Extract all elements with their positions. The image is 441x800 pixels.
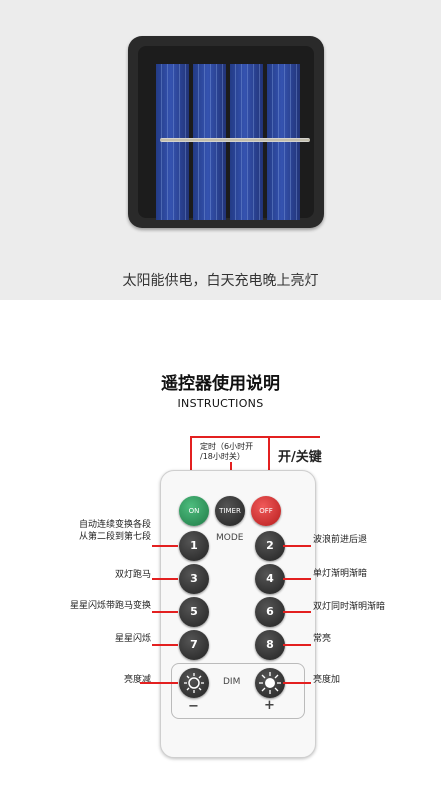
- timer-note: 定时（6小时开 /18小时关）: [200, 442, 253, 462]
- solar-panel-frame: [138, 46, 314, 220]
- solar-cell: [267, 64, 300, 220]
- label-button-1-line1: 自动连续变换各段: [78, 520, 151, 530]
- leader-line-5: [152, 611, 178, 613]
- power-key-label: 开/关键: [278, 450, 322, 465]
- leader-line-6: [283, 611, 311, 613]
- on-button[interactable]: ON: [179, 496, 209, 526]
- top-leader-line: [190, 436, 320, 438]
- label-button-2: 波浪前进后退: [313, 535, 368, 545]
- off-leader-line: [268, 436, 270, 496]
- leader-line-dim-minus: [140, 682, 178, 684]
- dim-group: [171, 663, 305, 719]
- label-button-6: 双灯同时渐明渐暗: [313, 602, 386, 612]
- label-dim-plus: 亮度加: [313, 675, 341, 685]
- solar-cell: [230, 64, 263, 220]
- button-3[interactable]: 3: [179, 564, 209, 594]
- solar-cell: [156, 64, 189, 220]
- dim-minus-button[interactable]: [179, 668, 209, 698]
- dim-label: DIM: [223, 677, 241, 687]
- button-5[interactable]: 5: [179, 597, 209, 627]
- button-6[interactable]: 6: [255, 597, 285, 627]
- timer-note-line1: 定时（6小时开: [200, 442, 254, 451]
- label-dim-minus: 亮度减: [123, 675, 151, 685]
- dim-plus-sign: +: [264, 698, 275, 713]
- label-button-5: 星星闪烁带跑马变换: [69, 601, 151, 611]
- button-4[interactable]: 4: [255, 564, 285, 594]
- leader-line-1: [152, 545, 178, 547]
- button-7[interactable]: 7: [179, 630, 209, 660]
- on-leader-line: [190, 436, 192, 496]
- label-button-4: 单灯渐明渐暗: [313, 569, 368, 579]
- solar-wire: [160, 138, 310, 142]
- page-subtitle: INSTRUCTIONS: [177, 397, 264, 410]
- label-button-8: 常亮: [313, 634, 332, 644]
- button-8[interactable]: 8: [255, 630, 285, 660]
- timer-note-line2: /18小时关）: [200, 452, 245, 461]
- button-1[interactable]: 1: [179, 531, 209, 561]
- leader-line-dim-plus: [283, 682, 311, 684]
- solar-panel: [128, 36, 324, 228]
- button-2[interactable]: 2: [255, 531, 285, 561]
- leader-line-7: [152, 644, 178, 646]
- label-button-3: 双灯跑马: [114, 570, 151, 580]
- off-button[interactable]: OFF: [251, 496, 281, 526]
- leader-line-8: [283, 644, 311, 646]
- dim-plus-button[interactable]: [255, 668, 285, 698]
- remote-control: ON TIMER OFF MODE 1 2 3 4 5 6 7 8 DIM − …: [160, 470, 316, 758]
- label-button-7: 星星闪烁: [114, 634, 151, 644]
- label-button-1: 自动连续变换各段 从第二段到第七段: [79, 519, 151, 543]
- leader-line-4: [283, 578, 311, 580]
- sun-dim-icon: [184, 673, 204, 693]
- solar-caption: 太阳能供电，白天充电晚上亮灯: [122, 273, 319, 289]
- dim-minus-sign: −: [188, 699, 199, 714]
- timer-button[interactable]: TIMER: [215, 496, 245, 526]
- label-button-1-line2: 从第二段到第七段: [78, 532, 151, 542]
- leader-line-2: [283, 545, 311, 547]
- leader-line-3: [152, 578, 178, 580]
- page-title: 遥控器使用说明: [161, 374, 280, 394]
- sun-bright-icon: [259, 672, 281, 694]
- mode-label: MODE: [216, 533, 244, 543]
- solar-cell: [193, 64, 226, 220]
- solar-panel-section: 太阳能供电，白天充电晚上亮灯: [0, 0, 441, 300]
